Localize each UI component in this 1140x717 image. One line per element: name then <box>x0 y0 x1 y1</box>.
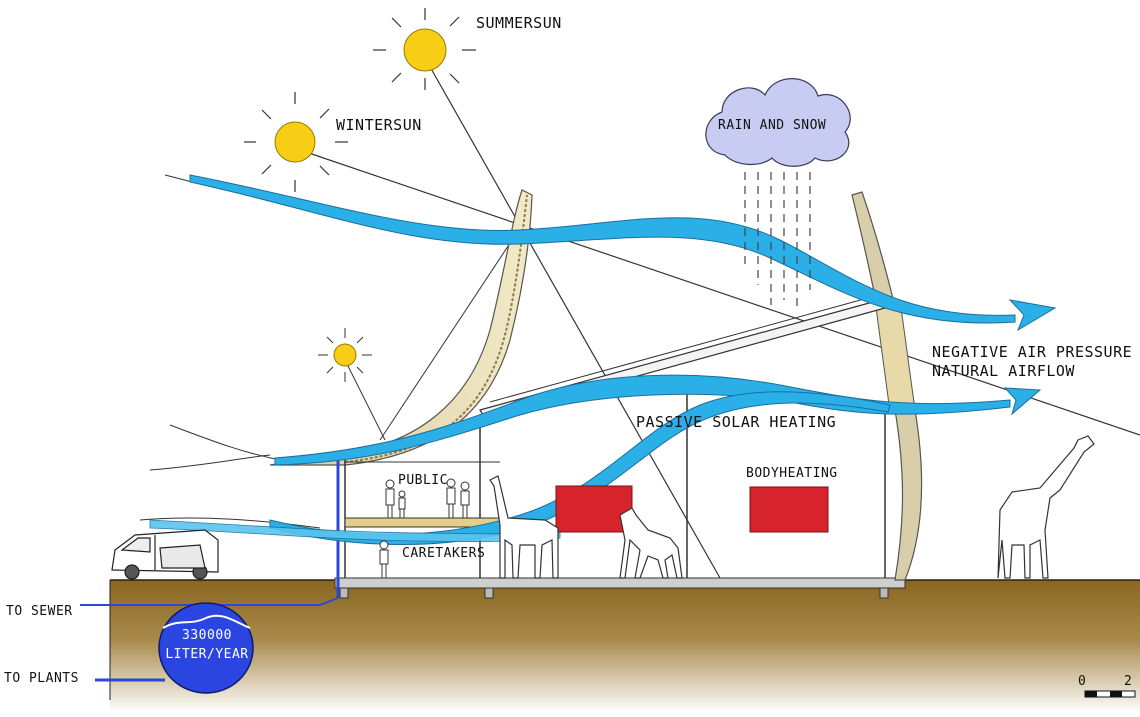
body-heating-label: BODYHEATING <box>746 466 838 481</box>
airflow-top <box>189 174 1016 324</box>
sewer-pipe <box>80 597 339 606</box>
person-icon <box>460 481 470 518</box>
to-sewer-label: TO SEWER <box>6 604 73 619</box>
scale-two-label: 2 <box>1124 674 1133 689</box>
negative-pressure-label: NEGATIVE AIR PRESSURE <box>932 343 1133 361</box>
heater-panel <box>749 486 829 533</box>
sun-icon <box>318 328 372 382</box>
arrow-icon <box>1003 387 1042 416</box>
summer-sun-label: SUMMERSUN <box>476 14 562 32</box>
caretakers-label: CARETAKERS <box>402 546 486 561</box>
winter-sun-label: WINTERSUN <box>336 116 422 134</box>
cloud-icon <box>705 78 851 167</box>
winter-sun-ray <box>299 149 1140 436</box>
heater-panel <box>555 485 633 533</box>
scale-zero-label: 0 <box>1078 674 1087 689</box>
scale-bar <box>1084 690 1136 698</box>
floor-slab <box>334 577 906 589</box>
wind-line <box>139 517 321 529</box>
arrow-icon <box>1008 299 1057 332</box>
foundation <box>339 587 349 599</box>
public-label: PUBLIC <box>398 473 448 488</box>
tank-unit-label: LITER/YEAR <box>165 647 249 662</box>
foundation <box>879 587 889 599</box>
tank-volume-label: 330000 <box>182 628 232 643</box>
person-icon <box>398 490 406 518</box>
person-icon <box>379 540 389 578</box>
to-plants-label: TO PLANTS <box>4 671 79 686</box>
left-shell-edge <box>344 194 528 463</box>
summer-sun-ray <box>424 57 721 579</box>
wind-line <box>169 424 281 461</box>
tank-surface <box>162 614 251 629</box>
rain-snow-label: RAIN AND SNOW <box>718 118 827 133</box>
foundation <box>484 587 494 599</box>
sun-icon <box>373 8 476 90</box>
water-tank <box>158 602 254 694</box>
sun-icon <box>244 92 348 192</box>
roof-ray-2 <box>344 359 386 441</box>
wind-line <box>149 454 271 471</box>
airflow-floor <box>149 519 561 542</box>
giraffe-icon <box>619 507 683 579</box>
ground <box>110 580 1140 713</box>
giraffe-icon <box>997 435 1095 579</box>
passive-solar-label: PASSIVE SOLAR HEATING <box>636 413 837 431</box>
natural-airflow-label: NATURAL AIRFLOW <box>932 362 1075 380</box>
rain <box>744 172 811 310</box>
left-shell <box>269 189 533 466</box>
roof-ray <box>379 227 521 441</box>
person-icon <box>446 478 456 518</box>
van-icon <box>111 529 219 580</box>
roof-line <box>489 295 876 403</box>
person-icon <box>385 479 395 518</box>
giraffe-icon <box>489 475 559 579</box>
